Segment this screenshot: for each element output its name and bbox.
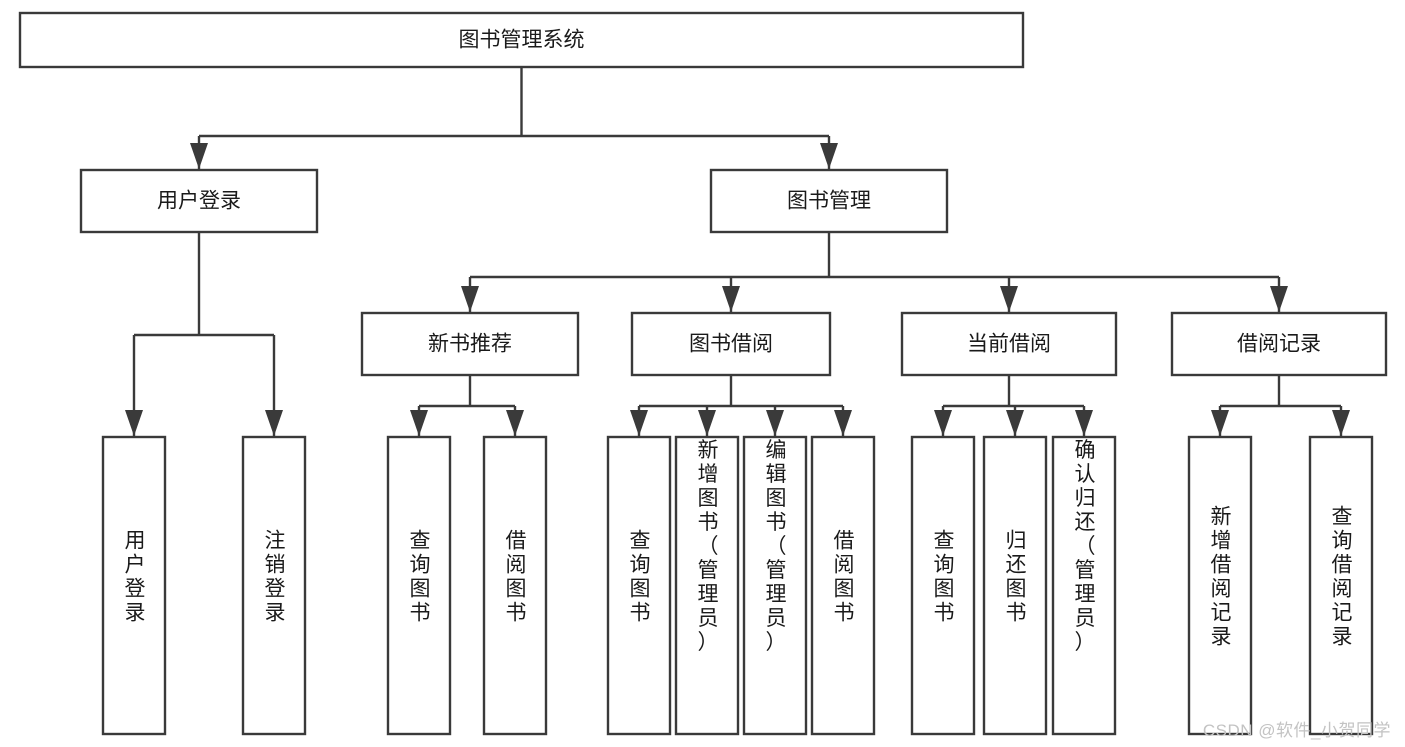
connector-图书管理: [461, 232, 1288, 312]
node-leaf-3[interactable]: 借阅图书: [482, 435, 548, 736]
edge-arrowhead: [265, 410, 283, 436]
node-box-查询借阅记录[interactable]: [1308, 435, 1374, 736]
node-leaf-1[interactable]: 注销登录: [241, 435, 307, 736]
edge-arrowhead: [190, 143, 208, 169]
node-label: 借阅记录: [1237, 333, 1321, 356]
edge-arrowhead: [1332, 410, 1350, 436]
node-box-注销登录[interactable]: [241, 435, 307, 736]
connector-当前借阅: [934, 375, 1093, 436]
node-label: 图书管理: [787, 190, 871, 213]
node-leaf-8[interactable]: 查询图书: [910, 435, 976, 736]
node-box-借阅图书[interactable]: [482, 435, 548, 736]
node-label: 查询借阅记录: [1332, 506, 1353, 649]
connector-图书借阅: [630, 375, 852, 436]
connector-用户登录: [125, 232, 283, 436]
node-leaf-11[interactable]: 新增借阅记录: [1187, 435, 1253, 736]
node-label: 确认归还（管理员）: [1075, 439, 1096, 654]
node-leaf-5[interactable]: 新增图书（管理员）: [674, 435, 740, 736]
edge-arrowhead: [834, 410, 852, 436]
edge-arrowhead: [506, 410, 524, 436]
node-box-查询图书[interactable]: [386, 435, 452, 736]
node-box-图书借阅[interactable]: [630, 311, 832, 377]
node-label: 新书推荐: [428, 333, 512, 356]
node-box-借阅记录[interactable]: [1170, 311, 1388, 377]
connector-新书推荐: [410, 375, 524, 436]
node-label: 新增图书（管理员）: [698, 439, 719, 654]
node-label: 归还图书: [1006, 530, 1027, 625]
node-box-用户登录[interactable]: [79, 168, 319, 234]
edge-arrowhead: [820, 143, 838, 169]
edge-arrowhead: [125, 410, 143, 436]
node-leaf-2[interactable]: 查询图书: [386, 435, 452, 736]
edge-arrowhead: [1211, 410, 1229, 436]
node-box-编辑图书管理员[interactable]: [742, 435, 808, 736]
node-box-当前借阅[interactable]: [900, 311, 1118, 377]
node-box-借阅图书[interactable]: [810, 435, 876, 736]
node-label: 用户登录: [125, 530, 146, 625]
node-leaf-4[interactable]: 查询图书: [606, 435, 672, 736]
node-box-新增借阅记录[interactable]: [1187, 435, 1253, 736]
node-box-查询图书[interactable]: [606, 435, 672, 736]
node-leaf-9[interactable]: 归还图书: [982, 435, 1048, 736]
node-label: 编辑图书（管理员）: [766, 439, 787, 654]
node-box-新增图书管理员[interactable]: [674, 435, 740, 736]
node-box-归还图书[interactable]: [982, 435, 1048, 736]
node-box-确认归还管理员[interactable]: [1051, 435, 1117, 736]
node-root-0[interactable]: 图书管理系统: [18, 11, 1025, 69]
edge-arrowhead: [934, 410, 952, 436]
edge-arrowhead: [1000, 286, 1018, 312]
node-box-图书管理系统[interactable]: [18, 11, 1025, 69]
node-level2-1[interactable]: 图书管理: [709, 168, 949, 234]
edge-arrowhead: [461, 286, 479, 312]
edge-arrowhead: [1006, 410, 1024, 436]
edge-arrowhead: [630, 410, 648, 436]
node-leaf-12[interactable]: 查询借阅记录: [1308, 435, 1374, 736]
node-level2-0[interactable]: 用户登录: [79, 168, 319, 234]
edge-arrowhead: [1075, 410, 1093, 436]
node-level3-3[interactable]: 借阅记录: [1170, 311, 1388, 377]
node-label: 借阅图书: [834, 530, 855, 625]
node-level3-1[interactable]: 图书借阅: [630, 311, 832, 377]
node-label: 查询图书: [934, 530, 955, 625]
node-label: 图书借阅: [689, 333, 773, 356]
node-label: 用户登录: [157, 190, 241, 213]
node-level3-0[interactable]: 新书推荐: [360, 311, 580, 377]
connector-借阅记录: [1211, 375, 1350, 436]
connector-图书管理系统: [190, 67, 838, 169]
node-leaf-6[interactable]: 编辑图书（管理员）: [742, 435, 808, 736]
node-box-新书推荐[interactable]: [360, 311, 580, 377]
node-leaf-10[interactable]: 确认归还（管理员）: [1051, 435, 1117, 736]
node-leaf-0[interactable]: 用户登录: [101, 435, 167, 736]
diagram-nodes-layer: 图书管理系统用户登录图书管理新书推荐图书借阅当前借阅借阅记录用户登录注销登录查询…: [18, 11, 1388, 736]
node-label: 新增借阅记录: [1211, 506, 1232, 649]
edge-arrowhead: [766, 410, 784, 436]
node-label: 查询图书: [410, 530, 431, 625]
node-box-用户登录[interactable]: [101, 435, 167, 736]
edge-arrowhead: [698, 410, 716, 436]
node-box-查询图书[interactable]: [910, 435, 976, 736]
node-label: 注销登录: [265, 530, 286, 625]
node-leaf-7[interactable]: 借阅图书: [810, 435, 876, 736]
csdn-watermark: CSDN @软件_小贺同学: [1202, 721, 1391, 740]
node-label: 当前借阅: [967, 333, 1051, 356]
connector-edges-layer: [125, 67, 1350, 436]
node-label: 图书管理系统: [459, 29, 585, 52]
edge-arrowhead: [410, 410, 428, 436]
node-label: 借阅图书: [506, 530, 527, 625]
edge-arrowhead: [1270, 286, 1288, 312]
node-level3-2[interactable]: 当前借阅: [900, 311, 1118, 377]
edge-arrowhead: [722, 286, 740, 312]
node-box-图书管理[interactable]: [709, 168, 949, 234]
node-label: 查询图书: [630, 530, 651, 625]
